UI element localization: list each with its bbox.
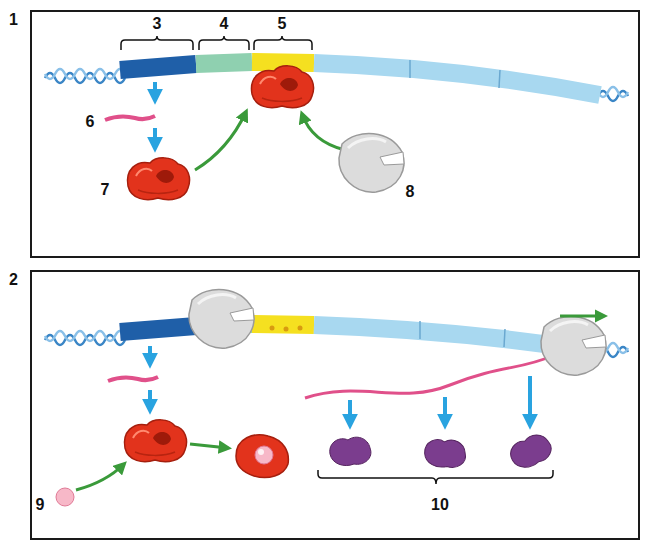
dna-strand bbox=[45, 60, 628, 101]
panel-frame: 1 bbox=[30, 10, 640, 258]
dna-strand bbox=[45, 321, 628, 357]
mrna bbox=[105, 116, 155, 120]
repressor bbox=[252, 66, 314, 108]
callout-number: 9 bbox=[36, 496, 45, 514]
panel-frame: 2 bbox=[30, 270, 640, 540]
bracket bbox=[121, 36, 312, 50]
callout-number: 5 bbox=[278, 15, 287, 33]
callout-number: 8 bbox=[406, 183, 415, 201]
rna-polymerase bbox=[339, 134, 404, 193]
rna-polymerase bbox=[189, 290, 254, 349]
mrna bbox=[305, 356, 552, 398]
enzyme bbox=[507, 431, 555, 472]
enzyme bbox=[423, 436, 468, 470]
corepressor bbox=[56, 488, 74, 506]
callout-number: 6 bbox=[86, 113, 95, 131]
callout-number: 7 bbox=[101, 181, 110, 199]
rna-polymerase bbox=[541, 317, 606, 376]
repressor bbox=[125, 420, 187, 462]
process-arrow bbox=[155, 82, 345, 170]
callout-number: 4 bbox=[220, 15, 229, 33]
panel-number: 1 bbox=[9, 11, 18, 29]
active-repressor bbox=[236, 435, 288, 478]
callout-number: 3 bbox=[153, 15, 162, 33]
callout-number: 10 bbox=[431, 496, 449, 514]
enzyme bbox=[330, 437, 371, 465]
mrna bbox=[108, 377, 158, 381]
bracket bbox=[318, 470, 553, 484]
process-arrow bbox=[76, 316, 604, 490]
repressor bbox=[128, 158, 190, 200]
panel-number: 2 bbox=[9, 271, 18, 289]
